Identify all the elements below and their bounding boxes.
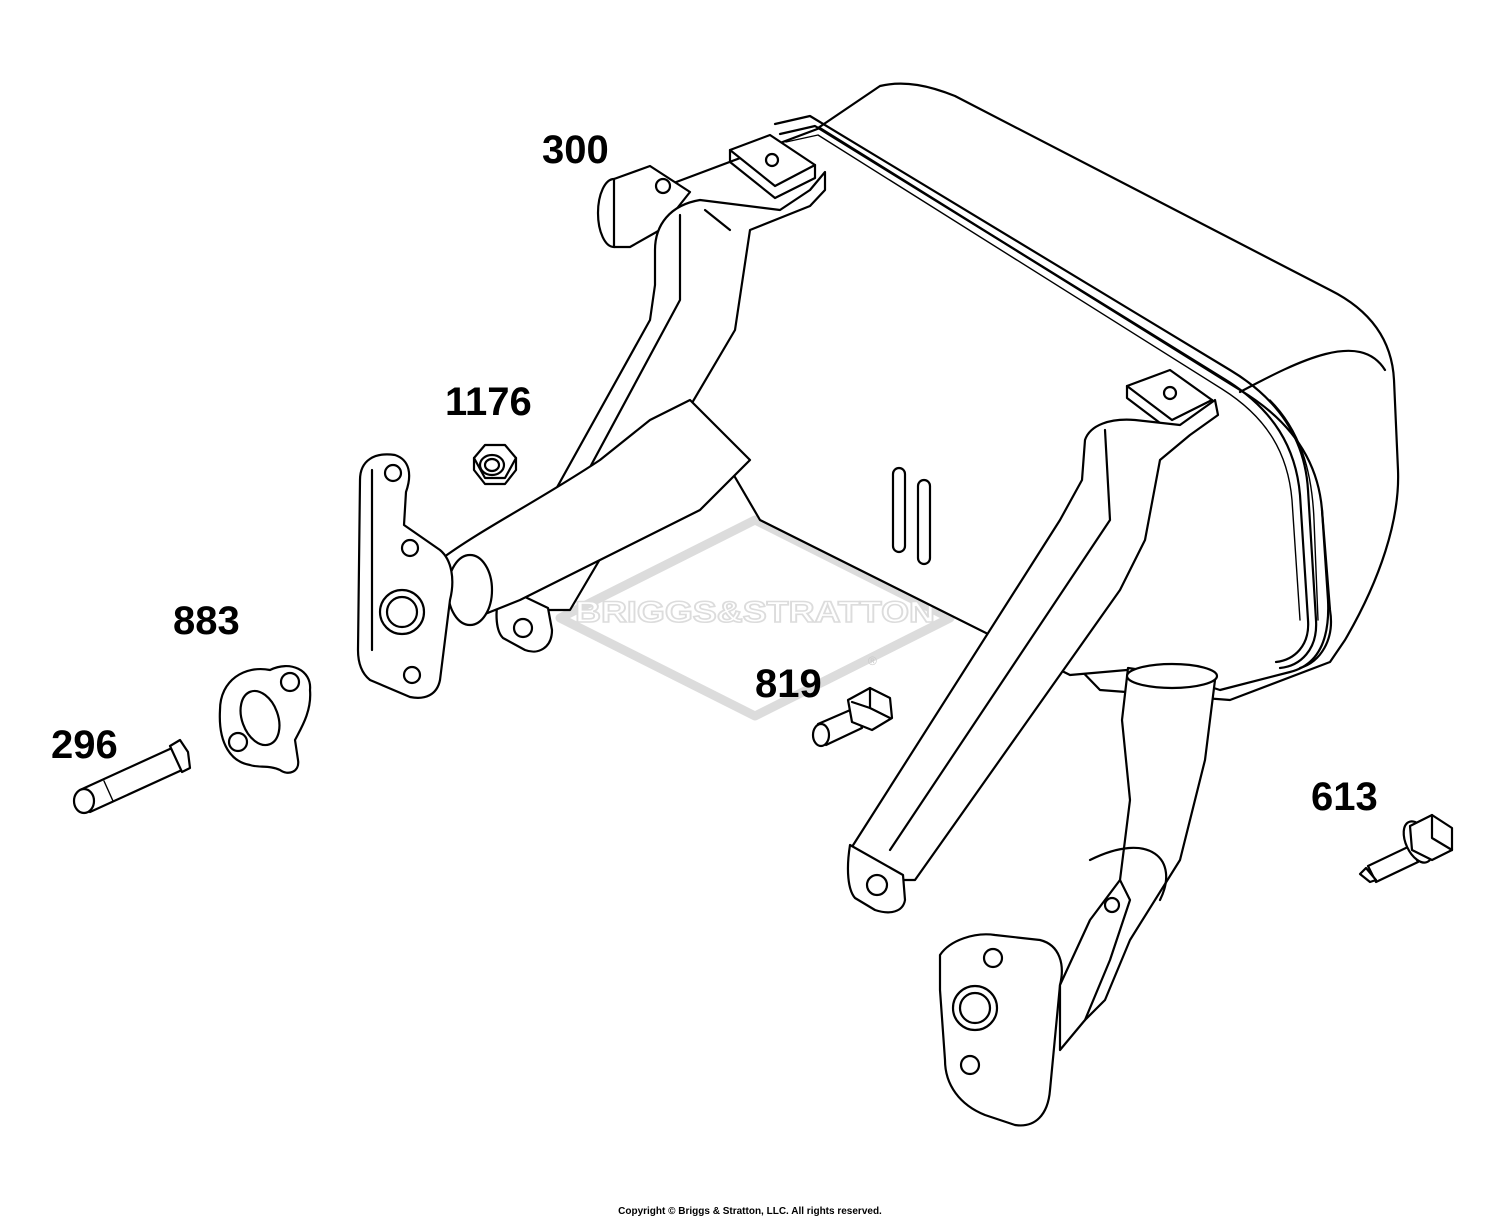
part-label-883: 883 <box>173 599 240 643</box>
part-label-300: 300 <box>542 128 609 172</box>
screw-drawing <box>1358 813 1454 884</box>
bolt-drawing <box>811 686 894 748</box>
muffler-drawing <box>356 82 1400 1127</box>
copyright-notice: Copyright © Briggs & Stratton, LLC. All … <box>618 1206 882 1217</box>
watermark-registered-mark: ® <box>868 654 877 668</box>
brand-watermark: BRIGGS&STRATTON ® <box>555 515 955 721</box>
stud-drawing <box>72 738 192 815</box>
part-label-296: 296 <box>51 723 118 767</box>
part-label-613: 613 <box>1311 775 1378 819</box>
watermark-brand: BRIGGS&STRATTON <box>575 596 935 629</box>
gasket-drawing <box>218 665 312 774</box>
part-label-819: 819 <box>755 662 822 706</box>
part-label-1176: 1176 <box>445 380 532 424</box>
nut-drawing <box>472 443 518 486</box>
